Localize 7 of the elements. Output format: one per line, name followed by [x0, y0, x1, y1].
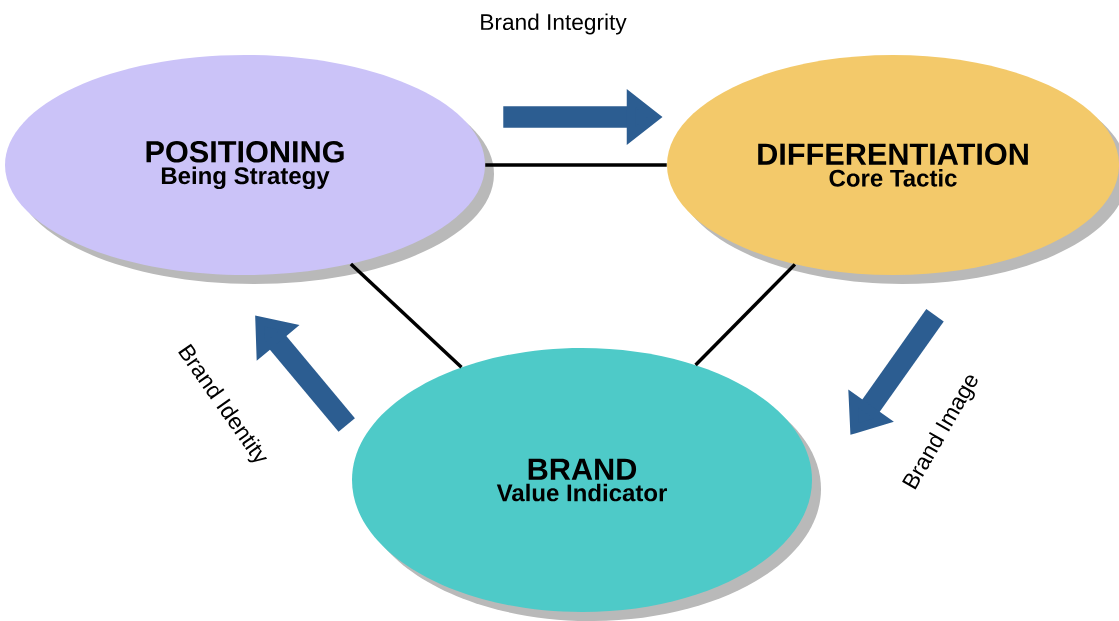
connector-line: [485, 163, 667, 167]
ellipse-node: POSITIONING Being Strategy: [5, 55, 494, 284]
ellipse-node: BRAND Value Indicator: [352, 348, 821, 621]
ellipse-node: DIFFERENTIATION Core Tactic: [667, 55, 1119, 284]
connector-line: [349, 262, 463, 369]
edge-label: Brand Integrity: [481, 13, 627, 35]
connector-line: [694, 263, 797, 367]
